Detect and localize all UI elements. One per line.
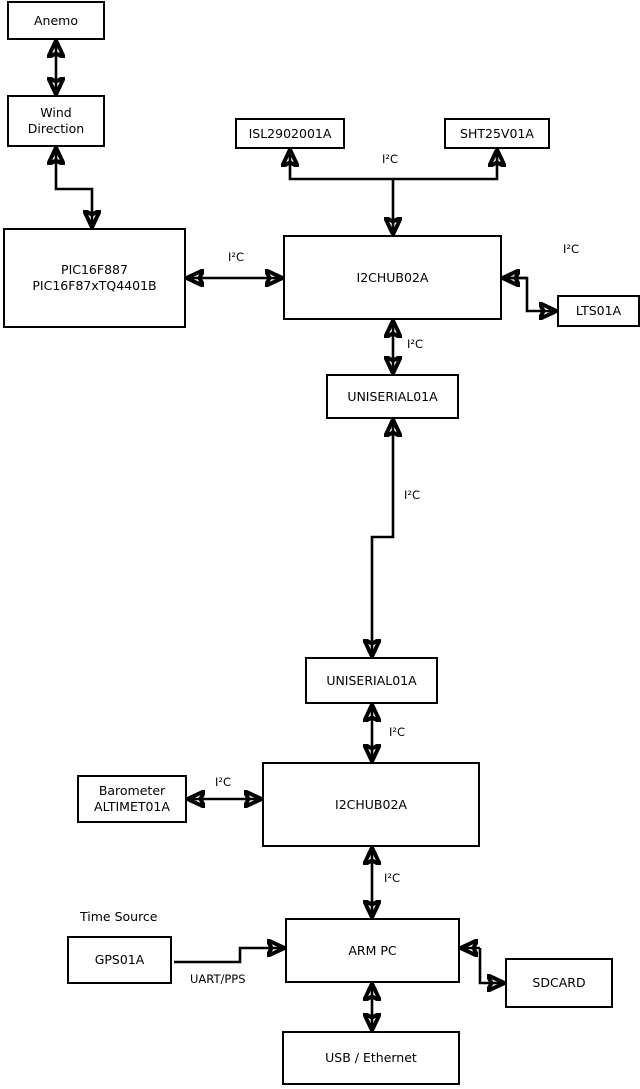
node-lts01a-label: LTS01A — [575, 303, 622, 319]
node-uniserial01a-bottom[interactable]: UNISERIAL01A — [305, 657, 438, 704]
edge-label-i2c-pic-hub: I²C — [228, 250, 245, 264]
node-usb-ethernet[interactable]: USB / Ethernet — [282, 1031, 460, 1085]
node-anemo[interactable]: Anemo — [7, 1, 105, 40]
node-sht25v01a-label: SHT25V01A — [460, 125, 534, 141]
wire-hub-to-lts — [504, 276, 555, 311]
node-usb-ethernet-label: USB / Ethernet — [325, 1050, 417, 1066]
node-arm-pc-label: ARM PC — [348, 942, 397, 958]
edge-label-i2c-uniserial-hub-bottom: I²C — [389, 725, 406, 739]
node-barometer-altimet01a-label: Barometer ALTIMET01A — [94, 783, 170, 814]
wire-gps-to-armpc — [174, 948, 283, 964]
wire-wind-to-pic — [56, 149, 92, 226]
node-uniserial01a-bottom-label: UNISERIAL01A — [326, 672, 417, 688]
node-sdcard-label: SDCARD — [532, 975, 586, 991]
node-isl2902001a-label: ISL2902001A — [248, 125, 332, 141]
node-gps01a[interactable]: GPS01A — [67, 936, 172, 984]
node-lts01a[interactable]: LTS01A — [557, 295, 640, 327]
wire-armpc-to-sdcard — [478, 948, 503, 983]
edge-label-i2c-uniserial-link: I²C — [404, 488, 421, 502]
wire-hub-to-sht — [393, 151, 497, 181]
node-arm-pc[interactable]: ARM PC — [285, 918, 460, 983]
node-uniserial01a-top[interactable]: UNISERIAL01A — [326, 374, 459, 419]
node-pic16f887-label: PIC16F887 PIC16F87xTQ4401B — [32, 262, 157, 293]
node-i2chub02a-bottom-label: I2CHUB02A — [335, 796, 407, 812]
node-wind-direction[interactable]: Wind Direction — [7, 95, 105, 147]
node-barometer-altimet01a[interactable]: Barometer ALTIMET01A — [77, 775, 187, 823]
node-i2chub02a-bottom[interactable]: I2CHUB02A — [262, 762, 480, 847]
edge-label-i2c-hub-lts: I²C — [563, 242, 580, 256]
edge-label-i2c-hub-armpc: I²C — [384, 871, 401, 885]
node-wind-direction-label: Wind Direction — [27, 105, 85, 136]
edge-label-i2c-barometer-hub: I²C — [215, 775, 232, 789]
node-pic16f887[interactable]: PIC16F887 PIC16F87xTQ4401B — [3, 228, 186, 328]
node-sht25v01a[interactable]: SHT25V01A — [444, 118, 550, 149]
wire-hub-to-isl — [290, 151, 393, 181]
edge-label-uart-pps: UART/PPS — [190, 972, 246, 986]
node-sdcard[interactable]: SDCARD — [505, 958, 613, 1008]
node-i2chub02a-top-label: I2CHUB02A — [356, 269, 429, 285]
wire-uniserial-top-to-bottom — [372, 421, 393, 655]
node-anemo-label: Anemo — [34, 12, 78, 28]
label-time-source: Time Source — [80, 909, 158, 924]
node-gps01a-label: GPS01A — [94, 952, 145, 968]
edge-label-i2c-hub-uniserial: I²C — [407, 337, 424, 351]
node-i2chub02a-top[interactable]: I2CHUB02A — [283, 235, 502, 320]
node-uniserial01a-top-label: UNISERIAL01A — [347, 388, 438, 404]
node-isl2902001a[interactable]: ISL2902001A — [235, 118, 345, 149]
edge-label-i2c-sensors-top: I²C — [382, 152, 399, 166]
